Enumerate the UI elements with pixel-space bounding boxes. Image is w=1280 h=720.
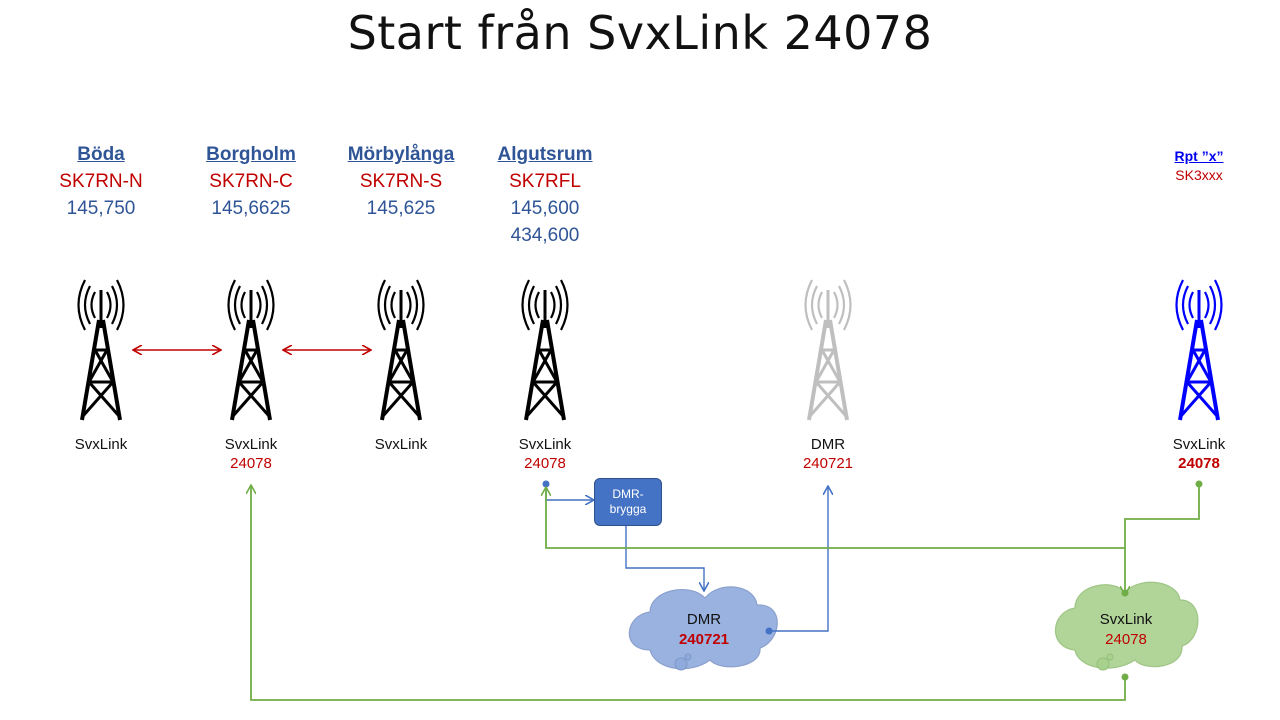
site-frequency: 145,750	[66, 198, 136, 219]
site-frequency: 145,625	[366, 198, 436, 219]
site-name[interactable]: Algutsrum	[497, 144, 593, 165]
site-name[interactable]: Mörbylånga	[347, 144, 455, 165]
site-callsign: SK3xxx	[1175, 167, 1223, 183]
site-morbylanga: Mörbylånga SK7RN-S 145,625	[316, 144, 486, 220]
cloud-kind: SvxLink	[1099, 611, 1153, 628]
dmr-cloud-label: DMR 240721	[634, 611, 774, 648]
link-line	[545, 484, 593, 500]
node-number: 24078	[230, 455, 272, 472]
node-number: 240721	[802, 455, 854, 472]
tower-icon	[803, 278, 853, 422]
node-kind: SvxLink	[518, 436, 572, 453]
site-callsign: SK7RN-S	[359, 171, 443, 192]
node-label: DMR 240721	[758, 436, 898, 472]
link-line	[625, 525, 704, 590]
site-name[interactable]: Rpt ”x”	[1174, 148, 1224, 164]
site-callsign: SK7RN-C	[209, 171, 293, 192]
tower-icon	[1174, 278, 1224, 422]
cloud-number: 240721	[678, 631, 730, 648]
dmr-bridge-box[interactable]: DMR-brygga	[594, 478, 662, 526]
site-callsign: SK7RN-N	[59, 171, 143, 192]
site-name[interactable]: Böda	[77, 144, 125, 165]
svxlink-cloud	[1054, 581, 1199, 671]
site-borgholm: Borgholm SK7RN-C 145,6625	[166, 144, 336, 220]
node-label: SvxLink	[331, 436, 471, 453]
node-label: SvxLink	[31, 436, 171, 453]
site-callsign: SK7RFL	[509, 171, 581, 192]
site-frequency: 434,600	[510, 225, 580, 246]
node-kind: SvxLink	[224, 436, 278, 453]
link-line	[546, 488, 1125, 549]
dmr-cloud	[628, 586, 778, 671]
link-line	[1125, 484, 1200, 594]
node-kind: SvxLink	[1172, 436, 1226, 453]
node-kind: SvxLink	[74, 436, 128, 453]
tower-icon	[76, 278, 126, 422]
tower-icon	[376, 278, 426, 422]
site-frequency: 145,600	[510, 198, 580, 219]
node-number: 24078	[1178, 455, 1220, 472]
dmr-bridge-label: DMR-brygga	[609, 487, 647, 516]
node-number: 24078	[524, 455, 566, 472]
node-label: SvxLink 24078	[475, 436, 615, 472]
site-rpt-x: Rpt ”x” SK3xxx	[1114, 148, 1280, 183]
site-boda: Böda SK7RN-N 145,750	[16, 144, 186, 220]
cloud-number: 24078	[1105, 631, 1147, 648]
tower-icon	[520, 278, 570, 422]
svxlink-cloud-label: SvxLink 24078	[1056, 611, 1196, 648]
tower-icon	[226, 278, 276, 422]
link-line	[251, 486, 1126, 701]
site-frequency: 145,6625	[211, 198, 291, 219]
cloud-kind: DMR	[686, 611, 722, 628]
site-name[interactable]: Borgholm	[206, 144, 296, 165]
node-label: SvxLink 24078	[1129, 436, 1269, 472]
page-title: Start från SvxLink 24078	[347, 6, 933, 60]
node-kind: SvxLink	[374, 436, 428, 453]
site-algutsrum: Algutsrum SK7RFL 145,600 434,600	[460, 144, 630, 247]
link-line	[769, 487, 828, 632]
node-kind: DMR	[810, 436, 846, 453]
node-label: SvxLink 24078	[181, 436, 321, 472]
